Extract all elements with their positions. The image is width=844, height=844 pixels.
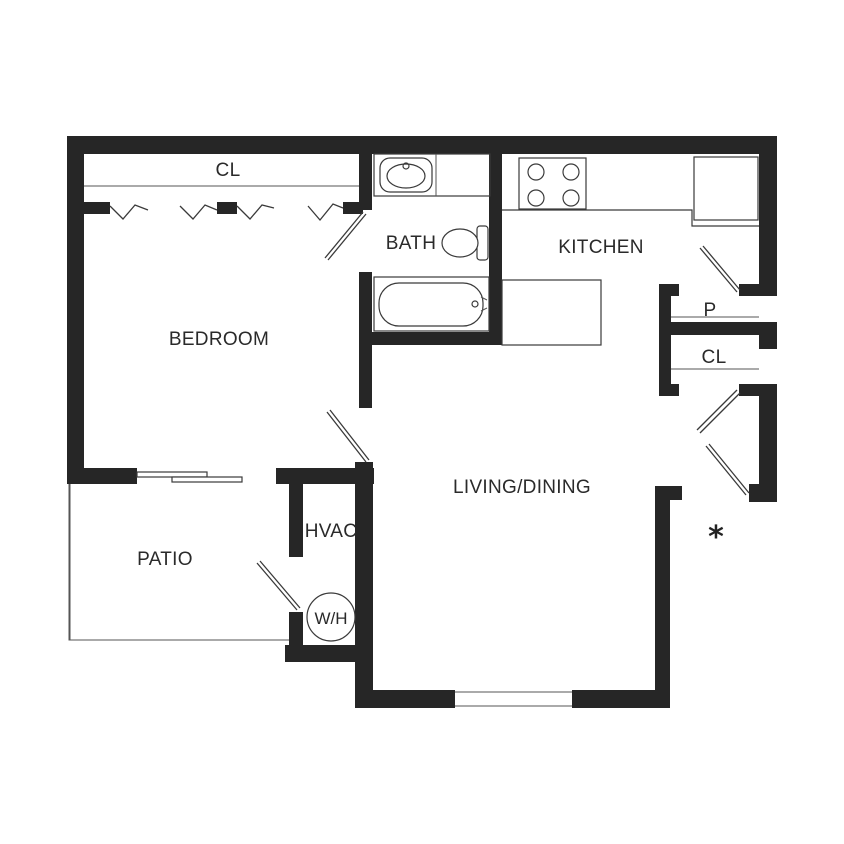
wall-pantry-top-stub xyxy=(659,284,679,296)
toilet-tank xyxy=(476,225,489,261)
room-labels: CL BATH KITCHEN P CL BEDROOM LIVING/DINI… xyxy=(137,160,726,628)
sliding-door-panel-1 xyxy=(136,471,208,478)
wall-living-left xyxy=(355,462,373,708)
wall-closet-stub-left xyxy=(84,202,110,214)
wall-living-right xyxy=(655,486,670,708)
label-living-dining: LIVING/DINING xyxy=(453,477,591,498)
walls xyxy=(67,136,777,708)
wall-bedroom-bottom-left xyxy=(67,468,137,484)
wall-bedroom-bottom-right xyxy=(276,468,374,484)
wall-right-lower xyxy=(759,392,777,502)
wall-left xyxy=(67,136,84,482)
sink xyxy=(379,157,433,193)
wall-right-middle xyxy=(759,335,777,349)
wall-pantry-left xyxy=(659,284,671,396)
wall-top xyxy=(67,136,777,154)
sliding-door-panel-2 xyxy=(171,476,243,483)
wall-right-foot xyxy=(749,484,777,502)
label-water-heater: W/H xyxy=(314,609,347,628)
wall-hvac-left xyxy=(289,482,303,557)
water-heater xyxy=(306,592,356,642)
fixtures xyxy=(306,153,759,642)
wall-bedroom-bath xyxy=(359,150,372,210)
label-bedroom-closet: CL xyxy=(216,160,241,181)
label-pantry: P xyxy=(704,300,717,321)
wall-closet-bottom-right xyxy=(739,384,777,396)
label-kitchen: KITCHEN xyxy=(558,237,644,258)
range xyxy=(518,157,587,210)
wall-wh-bottom xyxy=(285,645,373,662)
bifold-door-1 xyxy=(109,204,149,220)
toilet-bowl xyxy=(441,228,479,258)
wall-living-bottom-right xyxy=(572,690,670,708)
bifold-door-2 xyxy=(179,204,218,220)
vanity xyxy=(373,153,491,197)
label-bath: BATH xyxy=(386,233,436,254)
doors xyxy=(109,203,750,611)
windows xyxy=(84,185,572,707)
wall-closet-stub-mid xyxy=(217,202,237,214)
wall-bath-right xyxy=(489,150,502,345)
kitchen-bar xyxy=(501,279,602,346)
label-hvac: HVAC xyxy=(305,521,358,542)
wall-right-upper xyxy=(759,136,777,296)
bifold-door-4 xyxy=(307,203,344,222)
entry-marker: * xyxy=(708,520,724,555)
label-bedroom: BEDROOM xyxy=(169,329,269,350)
label-hall-closet: CL xyxy=(702,347,727,368)
wall-pantry-divider xyxy=(659,322,777,335)
refrigerator xyxy=(693,156,759,221)
bifold-door-3 xyxy=(236,204,275,220)
bathtub xyxy=(373,276,490,332)
kitchen-counter xyxy=(502,209,759,227)
wall-living-bottom-left xyxy=(355,690,455,708)
wall-closet-bottom-stub xyxy=(659,384,679,396)
wall-closet-stub-right xyxy=(343,202,363,214)
wall-bath-bottom xyxy=(359,332,502,345)
wall-pantry-top-right xyxy=(739,284,777,296)
patio-outline xyxy=(68,471,289,641)
label-patio: PATIO xyxy=(137,549,193,570)
